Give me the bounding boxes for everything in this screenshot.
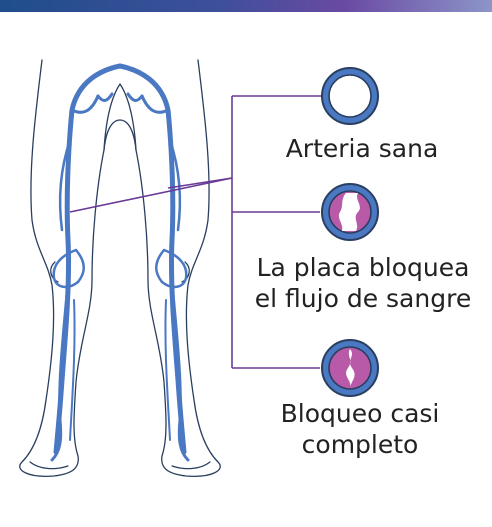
legs-outline [20, 60, 220, 476]
healthy-artery-icon [322, 68, 378, 124]
caption-near-complete-blockage: Bloqueo casi completo [255, 398, 465, 460]
caption-plaque-blocks-flow: La placa bloquea el flujo de sangre [238, 252, 488, 314]
leg-arteries [52, 66, 188, 460]
blocked-artery-icon [322, 340, 378, 396]
plaque-artery-icon [322, 184, 378, 240]
caption-healthy-artery: Arteria sana [262, 133, 462, 164]
